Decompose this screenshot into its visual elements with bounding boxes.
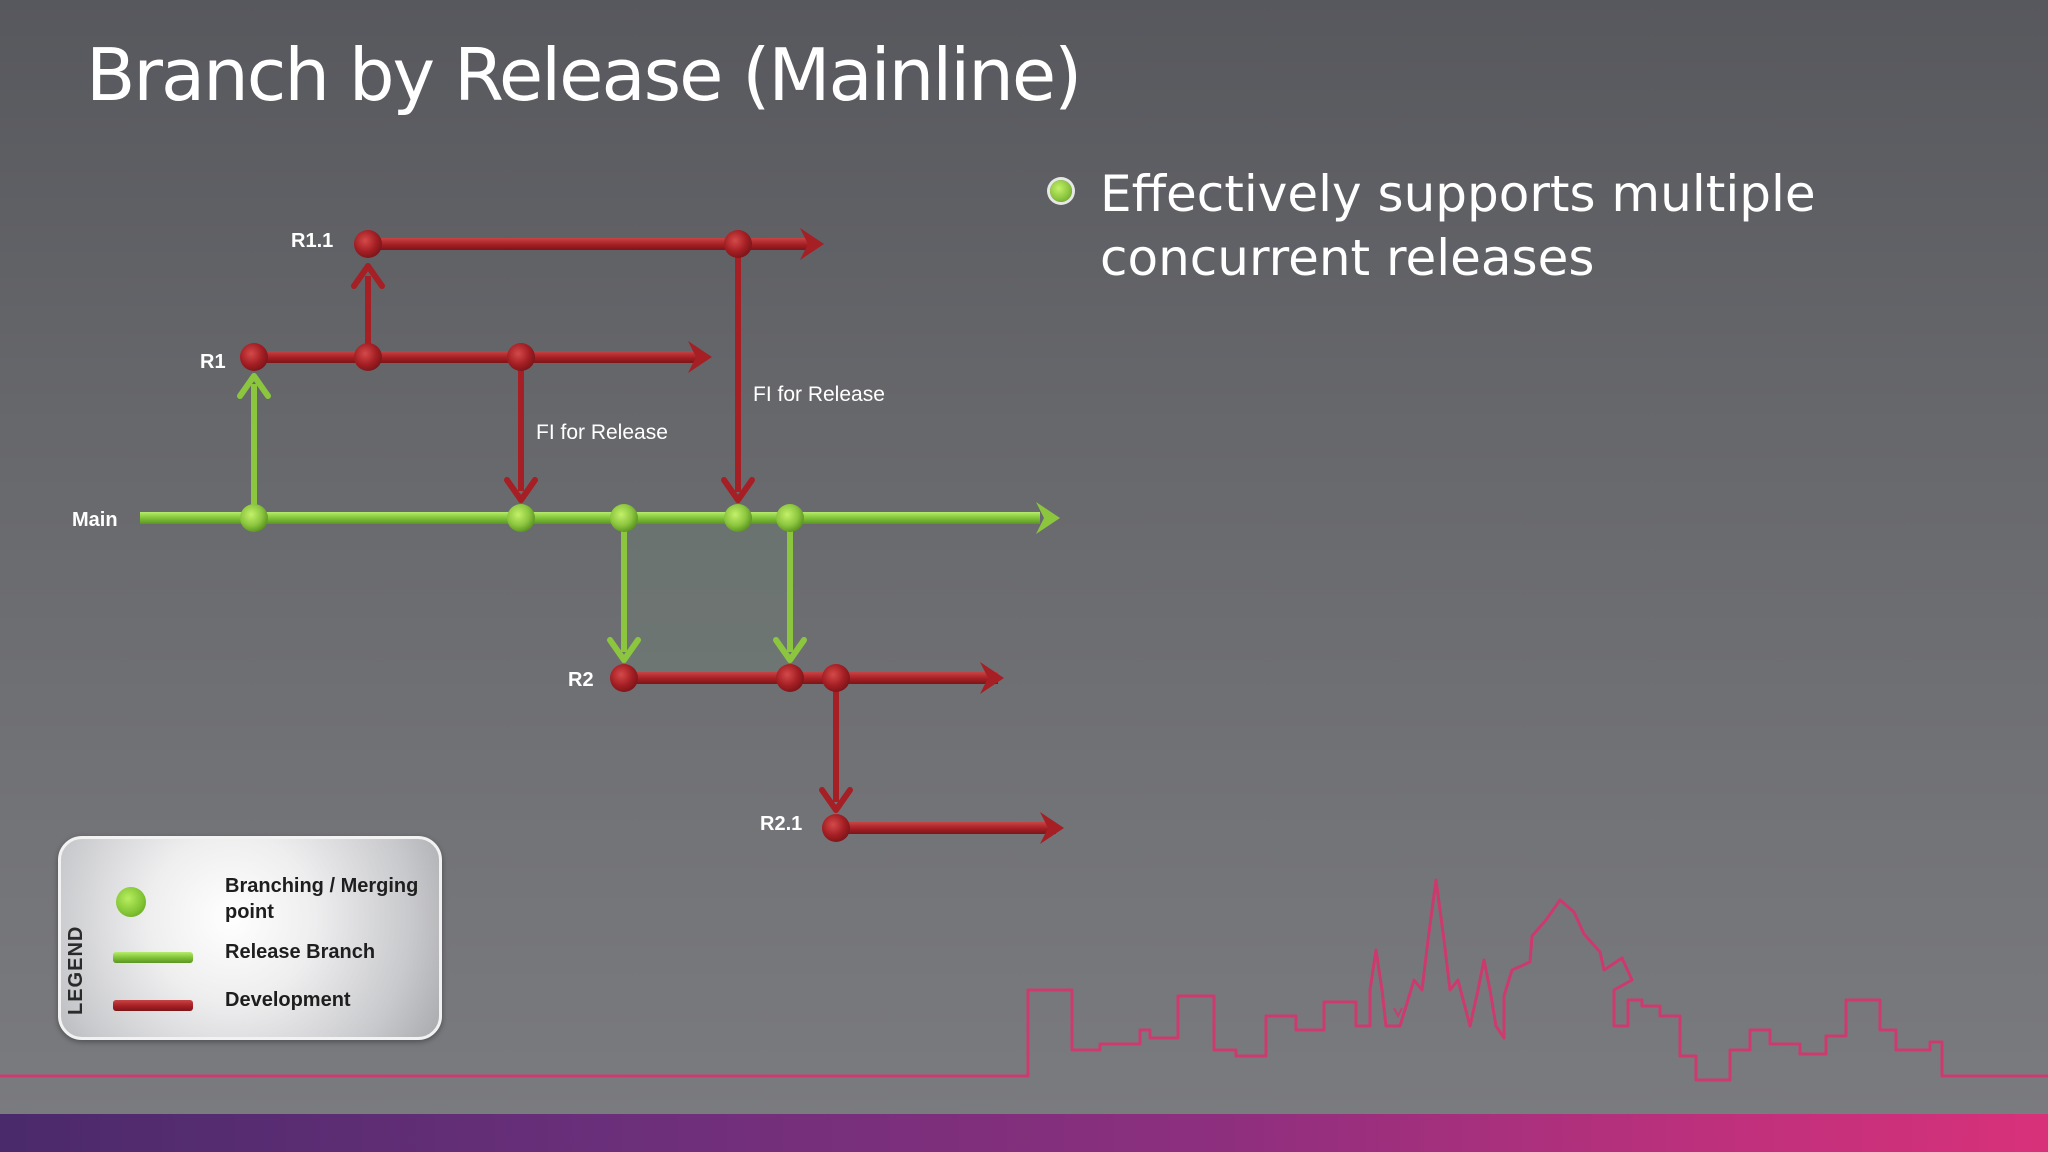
merge-point-r2-2: [776, 664, 804, 692]
release-branch-swatch: [113, 952, 193, 963]
r2-branch-line: [624, 662, 1004, 694]
merge-point-main-3: [610, 504, 638, 532]
branch-arrow-r1-to-r11: [351, 263, 385, 356]
skyline-spire-detail: [1393, 1007, 1403, 1019]
merge-point-main-1: [240, 504, 268, 532]
label-r21: R2.1: [760, 813, 802, 835]
bullet-list: Effectively supports multiple concurrent…: [1050, 162, 1950, 290]
merge-point-main-2: [507, 504, 535, 532]
merge-point-main-4: [724, 504, 752, 532]
merge-point-r2-3: [822, 664, 850, 692]
merge-point-r2-1: [610, 664, 638, 692]
legend-label-release-branch: Release Branch: [225, 941, 376, 963]
label-r11: R1.1: [291, 230, 333, 252]
merge-arrow-r11-to-main: [721, 244, 755, 503]
branch-arrow-r2-to-r21: [819, 678, 853, 813]
branch-arrow-main-to-r1: [237, 373, 271, 516]
merge-point-r1-1: [240, 343, 268, 371]
legend: LEGEND Branching / Merging point Release…: [58, 836, 442, 1040]
bullet-text: Effectively supports multiple concurrent…: [1100, 165, 1816, 287]
merge-arrow-r1-to-main: [504, 357, 538, 503]
legend-label-branching: Branching / Merging point: [225, 875, 419, 923]
merge-point-r1-2: [354, 343, 382, 371]
legend-label-development: Development: [225, 989, 351, 1011]
r21-branch-line: [836, 812, 1064, 844]
city-skyline-decoration: [0, 878, 2048, 1082]
merge-point-r11-1: [354, 230, 382, 258]
bottom-accent-bar: [0, 1114, 2048, 1152]
bullet-item: Effectively supports multiple concurrent…: [1050, 162, 1950, 290]
merge-point-r11-2: [724, 230, 752, 258]
development-swatch: [113, 1000, 193, 1011]
skyline-outline: [0, 878, 2048, 1082]
highlight-region: [624, 518, 790, 676]
merge-point-main-5: [776, 504, 804, 532]
bullet-dot-icon: [1050, 180, 1072, 202]
label-fi-release-1: FI for Release: [536, 421, 668, 444]
slide-title: Branch by Release (Mainline): [86, 33, 1082, 117]
branching-point-icon: [116, 887, 146, 917]
r11-branch-line: [368, 228, 824, 260]
label-r1: R1: [200, 351, 226, 373]
label-fi-release-2: FI for Release: [753, 383, 885, 406]
label-r2: R2: [568, 669, 594, 691]
main-branch-line: [140, 502, 1060, 534]
branch-arrow-main-to-r2: [607, 518, 641, 663]
branching-diagram: R1.1 R1 Main R2 R2.1 FI for Release FI f…: [72, 228, 1064, 844]
merge-point-r21-1: [822, 814, 850, 842]
merge-arrow-main-to-r2: [773, 518, 807, 663]
r1-branch-line: [254, 341, 712, 373]
label-main: Main: [72, 509, 118, 531]
merge-point-r1-3: [507, 343, 535, 371]
